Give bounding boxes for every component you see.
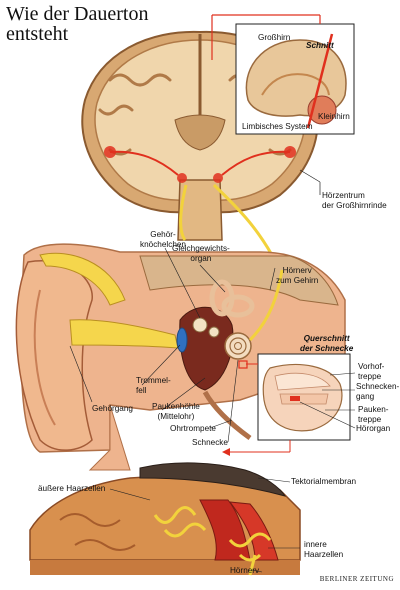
- title-line-1: Wie der Dauerton: [6, 3, 149, 25]
- tectorial-membrane: [139, 462, 287, 497]
- label-aeussere-haarzellen: äußere Haarzellen: [38, 484, 106, 493]
- page-title: Wie der Dauerton entsteht: [6, 4, 148, 44]
- cochlea: [224, 332, 252, 360]
- organ-of-corti: [29, 462, 301, 576]
- label-schnitt: Schnitt: [306, 41, 334, 50]
- label-ohrtrompete: Ohrtrompete: [170, 424, 216, 433]
- auditory-cortex-left-marker: [104, 146, 116, 158]
- label-trommelfell: Trommel-fell: [136, 376, 171, 395]
- label-gleichgewichtsorgan: Gleichgewichts-organ: [172, 244, 230, 263]
- label-hoerorgan: Hörorgan: [356, 424, 391, 433]
- eardrum: [176, 327, 188, 353]
- auditory-cortex-right-marker: [284, 146, 296, 158]
- label-vorhoftreppe: Vorhof-treppe: [358, 362, 385, 381]
- publisher-credit: BERLINER ZEITUNG: [319, 575, 394, 583]
- label-gehoergang: Gehörgang: [92, 404, 133, 413]
- label-tektorialmembran: Tektorialmembran: [291, 477, 357, 486]
- label-limbisches-system: Limbisches System: [242, 122, 313, 131]
- label-gehoerknoechelchen: Gehör-knöchelchen: [140, 230, 186, 249]
- label-paukentreppe: Pauken-treppe: [358, 405, 389, 424]
- label-paukenhoehle: Paukenhöhle(Mittelohr): [152, 402, 200, 421]
- label-schnecke: Schnecke: [192, 438, 228, 447]
- ear-cross-section: [15, 243, 346, 471]
- inset-sagittal-brain: [211, 14, 355, 135]
- section-cut-line: [306, 33, 334, 129]
- hearing-organ-marker: [290, 396, 300, 401]
- label-kleinhirn: Kleinhirn: [318, 112, 350, 121]
- title-line-2: entsteht: [6, 23, 69, 45]
- label-hoernerv: Hörnerv: [230, 566, 260, 575]
- label-schneckengang: Schnecken-gang: [356, 382, 400, 401]
- cochlea-cross-section-inset: [222, 353, 356, 456]
- label-grosshirn: Großhirn: [258, 33, 291, 42]
